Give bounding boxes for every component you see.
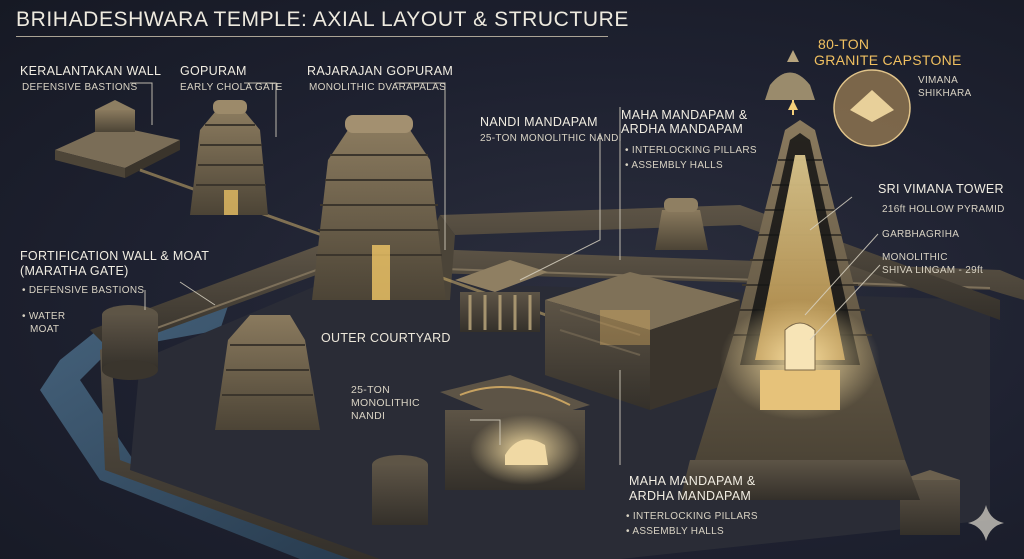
nandi-mandapam-pavilion xyxy=(455,260,548,332)
rajarajan-gopuram xyxy=(312,115,446,300)
inner-wall xyxy=(440,205,1000,320)
outer-courtyard-label: OUTER COURTYARD xyxy=(321,331,451,345)
maha-mandapam-top-sub-1: • INTERLOCKING PILLARS xyxy=(625,145,757,156)
maha-mandapam-bottom-sub-2: • ASSEMBLY HALLS xyxy=(626,526,724,537)
nandi-mandapam-title: NANDI MANDAPAM xyxy=(480,115,598,129)
inner-small-shrine xyxy=(655,198,708,250)
early-gopuram xyxy=(190,100,268,215)
lingam-label-1: MONOLITHIC xyxy=(882,252,948,263)
rajarajan-gopuram-title: RAJARAJAN GOPURAM xyxy=(307,64,454,78)
rajarajan-gopuram-sub: MONOLITHIC DVARAPALAS xyxy=(309,82,447,93)
sri-vimana-title: SRI VIMANA TOWER xyxy=(878,182,1004,196)
nandi-statue xyxy=(505,439,548,465)
lingam-label-2: SHIVA LINGAM - 29ft xyxy=(882,265,984,276)
sri-vimana-sub: 216ft HOLLOW PYRAMID xyxy=(882,204,1005,215)
fortification-title-2: (MARATHA GATE) xyxy=(20,264,129,278)
maha-mandapam-top-sub-2: • ASSEMBLY HALLS xyxy=(625,160,723,171)
gopuram-sub: EARLY CHOLA GATE xyxy=(180,82,283,93)
maha-mandapam-top-title-1: MAHA MANDAPAM & xyxy=(621,108,748,122)
bastion-bottom xyxy=(372,455,428,525)
nandi-lower-1: 25-TON xyxy=(351,384,390,396)
title-underline xyxy=(16,36,608,37)
capstone-title-2: GRANITE CAPSTONE xyxy=(814,52,962,68)
bastion-left xyxy=(102,305,158,380)
lower-gopuram xyxy=(215,315,320,430)
maha-mandapam-top-title-2: ARDHA MANDAPAM xyxy=(621,122,744,136)
lower-nandi-pavilion xyxy=(440,375,590,490)
water-moat-label-2: MOAT xyxy=(30,324,60,335)
keralantakan-wall-sub: DEFENSIVE BASTIONS xyxy=(22,82,138,93)
garbhagriha-label: GARBHAGRIHA xyxy=(882,229,960,240)
nandi-mandapam-sub: 25-TON MONOLITHIC NANDI xyxy=(480,133,622,144)
fortification-title-1: FORTIFICATION WALL & MOAT xyxy=(20,249,210,263)
leader-lines xyxy=(130,82,881,465)
vimana-shikhara-1: VIMANA xyxy=(918,75,959,86)
capstone-inset xyxy=(833,69,911,147)
shiva-lingam xyxy=(784,322,816,371)
vimana-shikhara-2: SHIKHARA xyxy=(918,88,972,99)
capstone-title-1: 80-TON xyxy=(818,36,870,52)
gopuram-title: GOPURAM xyxy=(180,64,247,78)
maha-mandapam-bottom-title-2: ARDHA MANDAPAM xyxy=(629,489,752,503)
keralantakan-wall-title: KERALANTAKAN WALL xyxy=(20,64,162,78)
page-title: BRIHADESHWARA TEMPLE: AXIAL LAYOUT & STR… xyxy=(16,8,630,31)
granite-capstone xyxy=(765,50,815,115)
maha-mandapam-bottom-sub-1: • INTERLOCKING PILLARS xyxy=(626,511,758,522)
maha-mandapam-bottom-title-1: MAHA MANDAPAM & xyxy=(629,474,756,488)
sri-vimana-tower xyxy=(680,120,920,500)
keralantakan-block xyxy=(55,100,180,178)
sparkle-icon xyxy=(968,505,1004,541)
fortification-sub: • DEFENSIVE BASTIONS xyxy=(22,285,145,296)
water-moat xyxy=(40,300,440,559)
nandi-lower-3: NANDI xyxy=(351,410,386,422)
nandi-lower-2: MONOLITHIC xyxy=(351,397,420,409)
water-moat-label-1: • WATER xyxy=(22,311,66,322)
maha-mandapam-block xyxy=(545,272,740,410)
